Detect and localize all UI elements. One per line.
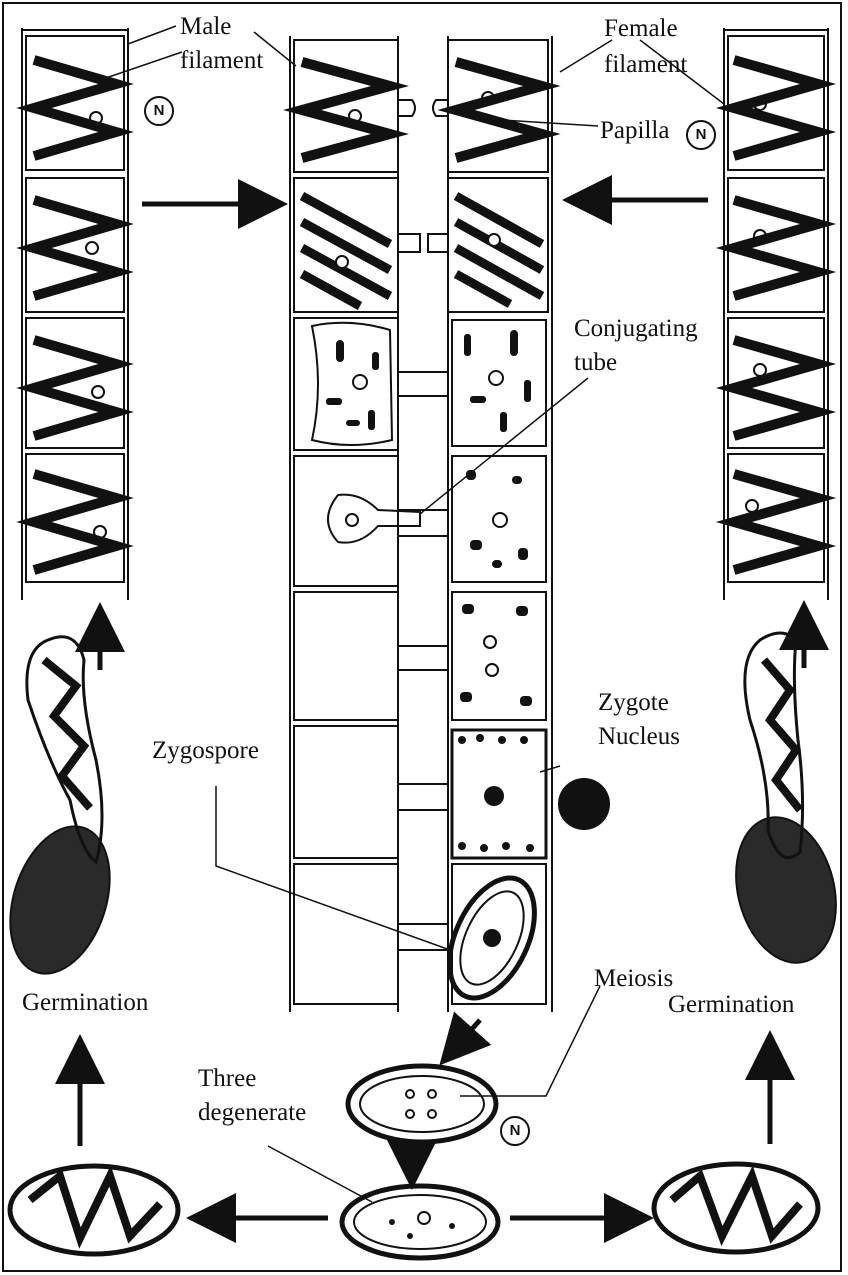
label-female-filament-line1: Female bbox=[604, 15, 678, 42]
zygote-nucleus bbox=[484, 786, 504, 806]
germling-right bbox=[735, 631, 837, 964]
label-germination-right: Germination bbox=[668, 991, 795, 1018]
right-haploid-filament bbox=[715, 28, 837, 600]
central-male-filament bbox=[282, 36, 421, 1012]
germinating-zygospore-right-bottom bbox=[651, 1161, 821, 1255]
germling-left bbox=[9, 635, 111, 975]
right-filament-cell bbox=[715, 453, 837, 583]
label-papilla: Papilla bbox=[600, 117, 670, 144]
right-filament-cell bbox=[715, 177, 837, 313]
label-male-filament-line1: Male bbox=[180, 13, 232, 40]
label-germination-left: Germination bbox=[22, 989, 149, 1016]
label-zygote-nucleus-line1: Zygote bbox=[598, 689, 669, 716]
meiotic-zygote bbox=[345, 1063, 499, 1145]
label-three-degenerate-line1: Three bbox=[198, 1065, 257, 1092]
degenerate-nuclei-zygote bbox=[339, 1183, 501, 1261]
label-zygote-nucleus-line2: Nucleus bbox=[598, 723, 680, 750]
left-filament-cell bbox=[16, 35, 134, 171]
label-three-degenerate-line2: degenerate bbox=[198, 1099, 307, 1126]
haploid-badge-left-filament: N bbox=[144, 96, 174, 126]
left-filament-cell bbox=[16, 317, 134, 449]
right-filament-cell bbox=[715, 317, 837, 449]
left-haploid-filament bbox=[16, 28, 134, 600]
label-zygospore: Zygospore bbox=[152, 737, 259, 764]
left-filament-cell bbox=[16, 453, 134, 583]
process-arrows bbox=[55, 175, 829, 1243]
label-male-filament-line2: filament bbox=[180, 47, 264, 74]
arrow-zygospore-to-meiosis bbox=[439, 1011, 492, 1066]
right-filament-cell bbox=[715, 35, 837, 171]
haploid-badge-meiosis: N bbox=[500, 1116, 530, 1146]
conjugation-tubes bbox=[398, 99, 448, 951]
haploid-badge-papilla: N bbox=[686, 120, 716, 150]
label-conjugating-tube-line1: Conjugating bbox=[574, 315, 698, 342]
label-meiosis: Meiosis bbox=[594, 965, 674, 992]
free-zygote-nucleus bbox=[558, 778, 610, 830]
leader-lines bbox=[99, 25, 725, 1203]
germinating-zygospore-left-bottom bbox=[7, 1163, 181, 1257]
central-female-filament bbox=[437, 36, 561, 1012]
label-female-filament-line2: filament bbox=[604, 51, 688, 78]
zygospore-shape bbox=[447, 875, 537, 1001]
left-filament-cell bbox=[16, 177, 134, 313]
label-conjugating-tube-line2: tube bbox=[574, 349, 618, 376]
